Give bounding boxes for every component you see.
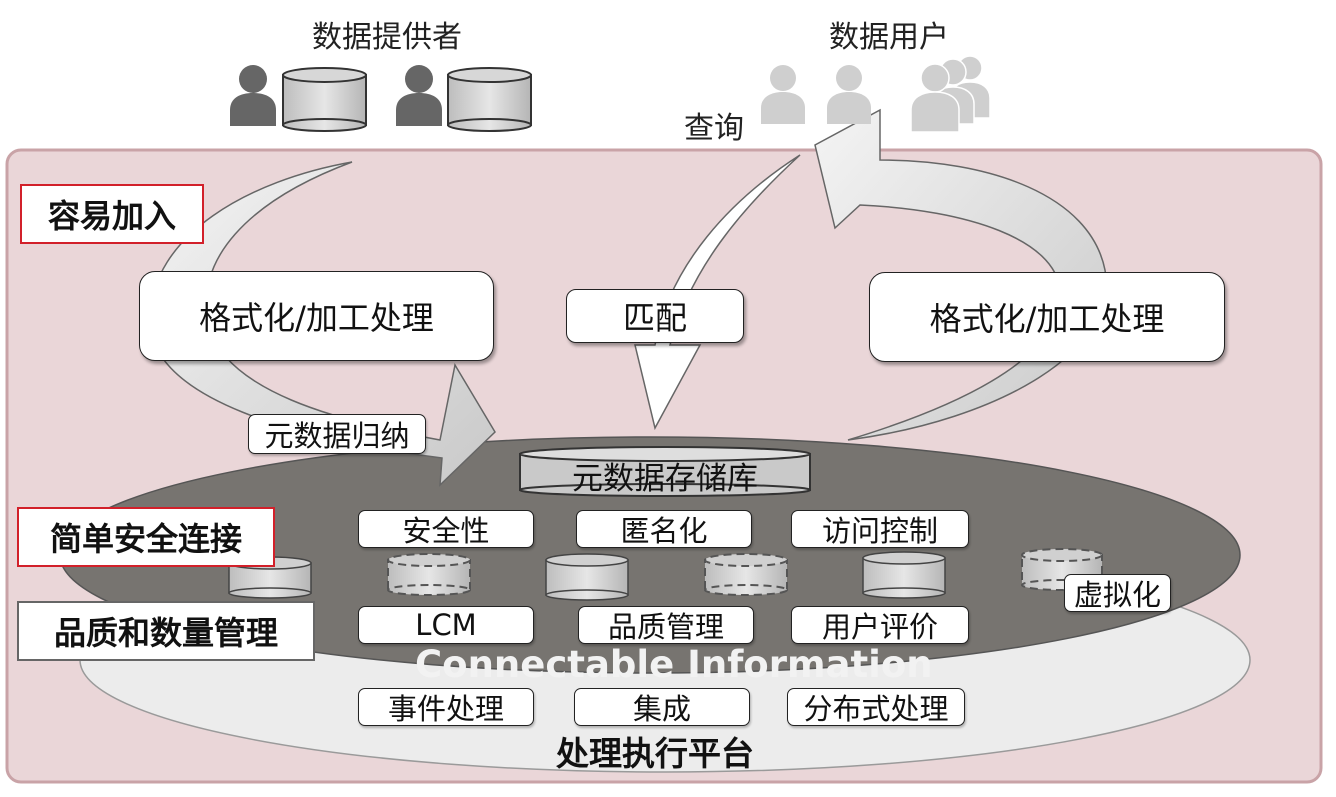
access-control-tag: 访问控制	[791, 510, 969, 548]
virtual-cylinder-2	[704, 553, 788, 596]
distributed-processing-tag: 分布式处理	[787, 688, 965, 726]
easy-join-label: 容易加入	[20, 184, 204, 244]
anonymize-tag: 匿名化	[576, 510, 752, 548]
metadata-summary-tag: 元数据归纳	[248, 414, 426, 454]
security-tag: 安全性	[358, 510, 534, 548]
users-title: 数据用户	[829, 20, 949, 55]
virtual-cylinder-3	[1021, 548, 1103, 591]
right-format-processing-box: 格式化/加工处理	[869, 272, 1225, 362]
match-arrow	[634, 154, 801, 431]
provider-database-icon-1	[282, 67, 367, 132]
quality-management-tag: 品质管理	[578, 606, 754, 644]
user-person-icon-1	[761, 65, 805, 124]
virtualize-tag: 虚拟化	[1064, 574, 1171, 612]
connectable-information-label: Connectable Information	[415, 643, 933, 686]
user-person-icon-2	[827, 65, 871, 124]
event-processing-tag: 事件处理	[358, 688, 534, 726]
query-label: 查询	[684, 111, 744, 146]
integration-tag: 集成	[574, 688, 750, 726]
quality-quantity-management-label: 品质和数量管理	[17, 601, 315, 661]
providers-title: 数据提供者	[312, 20, 462, 55]
lcm-tag: LCM	[358, 606, 534, 644]
match-box: 匹配	[566, 289, 744, 343]
virtual-cylinder-1	[387, 553, 471, 596]
user-rating-tag: 用户评价	[791, 606, 969, 644]
provider-database-icon-2	[447, 67, 532, 132]
store-cylinder-2	[545, 553, 629, 601]
provider-person-icon-2	[396, 65, 442, 126]
store-cylinder-3	[862, 551, 946, 599]
left-format-processing-box: 格式化/加工处理	[139, 271, 494, 361]
processing-platform-label: 处理执行平台	[556, 734, 754, 773]
provider-person-icon-1	[230, 65, 276, 126]
user-group-icon	[910, 55, 991, 133]
metadata-store-label: 元数据存储库	[572, 460, 758, 497]
metadata-repository-cylinder	[519, 446, 811, 497]
simple-secure-connection-label: 简单安全连接	[17, 507, 275, 567]
